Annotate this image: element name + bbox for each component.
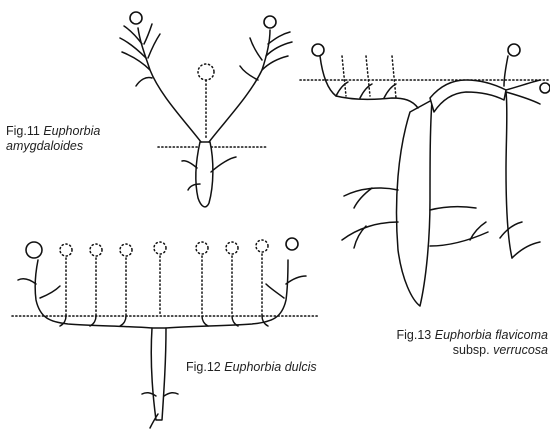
fig13-subspecies: verrucosa xyxy=(493,343,548,357)
fig13-dotted-peduncle xyxy=(392,56,396,98)
fig13-leaf xyxy=(470,222,486,240)
fig12-flower xyxy=(286,238,298,250)
fig13-branch xyxy=(506,92,540,104)
fig12-aborted-flower xyxy=(226,242,238,254)
fig12-stem-leaf xyxy=(150,414,158,428)
fig12-aborted-flower xyxy=(256,240,268,252)
fig12-aborted-flower xyxy=(196,242,208,254)
fig11-epithet: amygdaloides xyxy=(6,139,83,153)
fig11-left-branch xyxy=(138,28,201,142)
fig12-label: Fig.12 xyxy=(186,360,221,374)
fig13-label: Fig.13 xyxy=(397,328,432,342)
fig13-species: Euphorbia flavicoma xyxy=(435,328,548,342)
fig11-lower-leaf xyxy=(211,157,236,172)
fig12-left-arm xyxy=(35,260,152,328)
fig13-peduncle xyxy=(504,56,508,86)
fig12-aborted-flower xyxy=(60,244,72,256)
fig13-drawing xyxy=(300,44,550,306)
fig12-stem xyxy=(151,328,166,420)
fig13-stem xyxy=(397,100,433,306)
fig13-flower xyxy=(540,83,550,93)
fig12-stem-leaf xyxy=(164,393,178,396)
fig13-dotted-peduncle xyxy=(342,56,346,96)
fig13-lower-branch xyxy=(430,232,488,246)
fig11-stem xyxy=(196,142,213,207)
fig11-leaf xyxy=(268,32,290,44)
fig11-aborted-flower xyxy=(198,64,214,80)
fig12-peduncle-base xyxy=(90,316,96,326)
fig12-aborted-flower xyxy=(120,244,132,256)
fig13-caption: Fig.13 Euphorbia flavicoma subsp. verruc… xyxy=(342,328,548,358)
fig11-leaf xyxy=(144,24,152,44)
fig11-caption: Fig.11 Euphorbia amygdaloides xyxy=(6,124,100,154)
fig12-aborted-flower xyxy=(90,244,102,256)
fig13-flower xyxy=(508,44,520,56)
fig11-drawing xyxy=(120,12,292,207)
fig12-aborted-flower xyxy=(154,242,166,254)
fig13-right-side-branch xyxy=(506,92,512,258)
fig12-leaf xyxy=(266,284,284,298)
fig12-peduncle-base xyxy=(120,316,126,326)
fig12-peduncle-base xyxy=(202,316,208,326)
fig13-leaf xyxy=(500,222,522,238)
fig11-leaf xyxy=(240,66,258,80)
fig13-branch xyxy=(506,80,540,90)
fig11-lower-leaf xyxy=(182,161,197,168)
fig12-peduncle-base xyxy=(60,316,66,326)
fig13-flower xyxy=(312,44,324,56)
fig13-lower-branch xyxy=(342,222,398,240)
fig11-flower xyxy=(264,16,276,28)
fig13-leaf xyxy=(336,82,348,96)
fig11-leaf xyxy=(148,34,160,58)
fig13-leaf xyxy=(384,84,396,98)
fig11-leaf xyxy=(136,77,152,86)
fig11-right-branch xyxy=(209,30,270,142)
fig12-leaf xyxy=(18,279,36,284)
fig11-leaf xyxy=(122,52,150,70)
fig13-dotted-peduncle xyxy=(366,56,370,96)
fig11-flower xyxy=(130,12,142,24)
fig13-leaf xyxy=(512,242,540,258)
fig12-leaf xyxy=(286,276,306,284)
fig11-species: Euphorbia xyxy=(43,124,100,138)
fig11-leaf xyxy=(266,42,292,56)
fig12-caption: Fig.12 Euphorbia dulcis xyxy=(186,360,317,375)
fig12-right-arm xyxy=(166,260,288,328)
fig12-species: Euphorbia dulcis xyxy=(224,360,316,374)
fig11-label: Fig.11 xyxy=(6,124,40,138)
fig11-leaf xyxy=(250,38,262,60)
fig13-subsp-prefix: subsp. xyxy=(453,343,490,357)
fig13-top-branch xyxy=(320,56,418,108)
fig12-drawing xyxy=(12,238,318,428)
fig13-upper-stem xyxy=(430,80,506,112)
fig13-lower-branch xyxy=(430,207,476,210)
fig12-leaf xyxy=(40,286,60,298)
fig12-flower xyxy=(26,242,42,258)
